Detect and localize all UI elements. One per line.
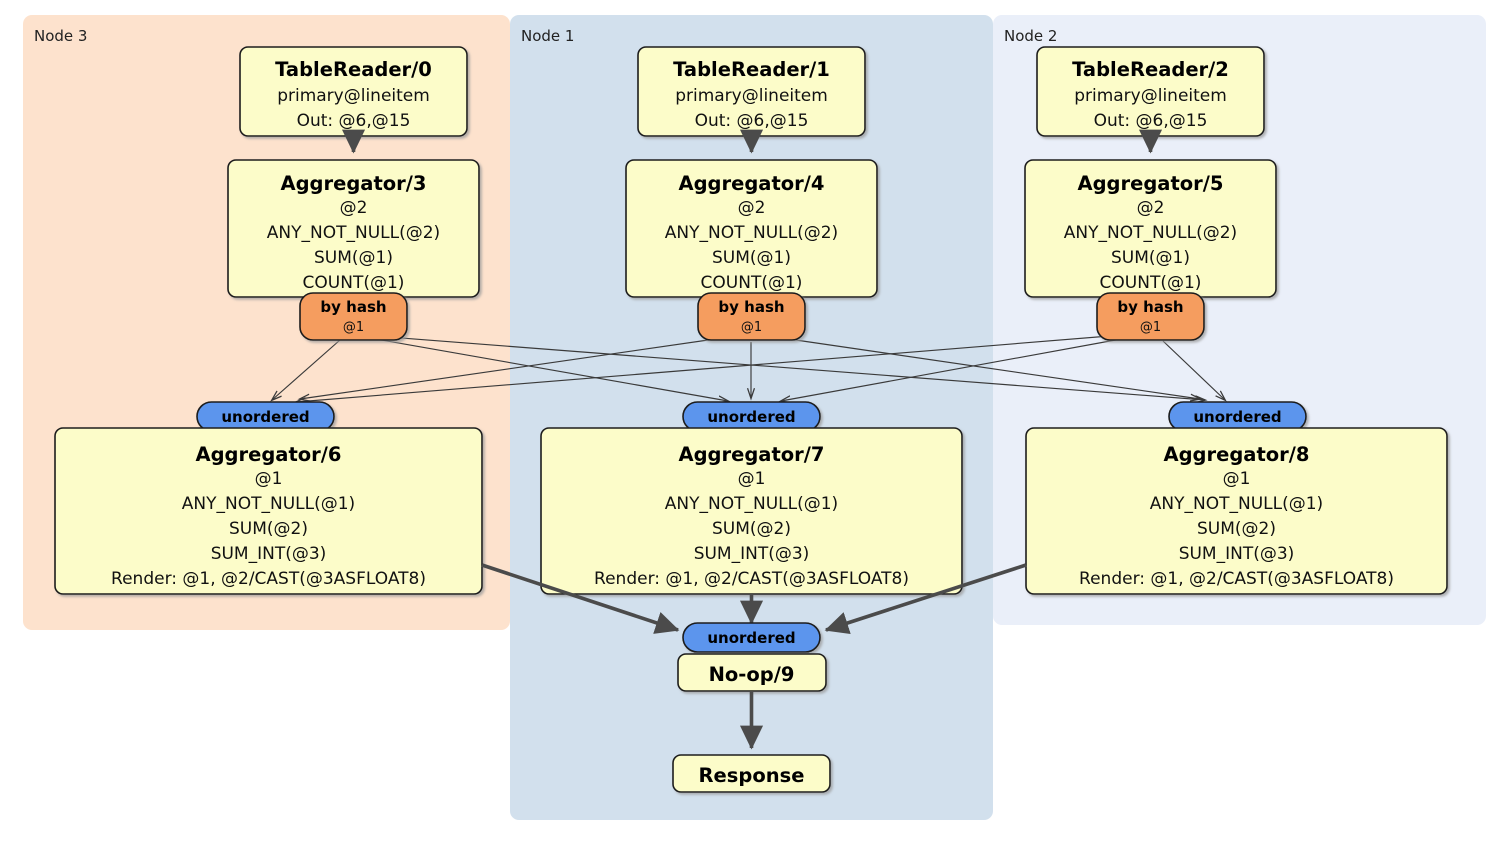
table-reader-0[interactable]: TableReader/0 primary@lineitem Out: @6,@… (239, 46, 468, 137)
hash-router-0-sub: @1 (343, 320, 364, 335)
aggregator-7-line-4: Render: @1, @2/CAST(@3ASFLOAT8) (594, 569, 909, 589)
table-reader-0-line-0: primary@lineitem (277, 86, 430, 106)
aggregator-8-line-4: Render: @1, @2/CAST(@3ASFLOAT8) (1079, 569, 1394, 589)
aggregator-5-line-0: @2 (1137, 198, 1165, 218)
table-reader-0-line-1: Out: @6,@15 (297, 111, 411, 131)
hash-router-2-title: by hash (1117, 298, 1183, 316)
panel-node2-label: Node 2 (1004, 27, 1057, 45)
unordered-stream-1[interactable]: unordered (682, 401, 821, 432)
table-reader-1[interactable]: TableReader/1 primary@lineitem Out: @6,@… (637, 46, 866, 137)
aggregator-7-title: Aggregator/7 (679, 443, 825, 466)
aggregator-4-line-2: SUM(@1) (712, 248, 791, 268)
edge-agg8-final (824, 563, 1027, 635)
table-reader-2[interactable]: TableReader/2 primary@lineitem Out: @6,@… (1036, 46, 1265, 137)
response-title: Response (699, 764, 805, 787)
no-op-9[interactable]: No-op/9 (677, 653, 827, 692)
edge-hashA-unordM (369, 337, 728, 401)
aggregator-3-line-3: COUNT(@1) (303, 273, 405, 293)
hash-router-1-sub: @1 (741, 320, 762, 335)
final-merge-edges (481, 563, 1027, 635)
aggregator-8-title: Aggregator/8 (1164, 443, 1310, 466)
aggregator-6-line-4: Render: @1, @2/CAST(@3ASFLOAT8) (111, 569, 426, 589)
aggregator-3-line-0: @2 (340, 198, 368, 218)
aggregator-5-line-2: SUM(@1) (1111, 248, 1190, 268)
aggregator-7-line-2: SUM(@2) (712, 519, 791, 539)
hash-router-2[interactable]: by hash @1 (1096, 292, 1205, 341)
aggregator-4[interactable]: Aggregator/4 @2 ANY_NOT_NULL(@2) SUM(@1)… (625, 159, 878, 298)
unordered-stream-2-label: unordered (1193, 408, 1281, 426)
router-edges (272, 334, 1225, 402)
aggregator-3[interactable]: Aggregator/3 @2 ANY_NOT_NULL(@2) SUM(@1)… (227, 159, 480, 298)
aggregator-6-line-0: @1 (255, 469, 283, 489)
aggregator-7-line-0: @1 (738, 469, 766, 489)
aggregator-5-line-1: ANY_NOT_NULL(@2) (1064, 223, 1237, 243)
aggregator-6-line-1: ANY_NOT_NULL(@1) (182, 494, 355, 514)
hash-router-0[interactable]: by hash @1 (299, 292, 408, 341)
response-node[interactable]: Response (672, 754, 831, 793)
aggregator-8-line-2: SUM(@2) (1197, 519, 1276, 539)
hash-router-1[interactable]: by hash @1 (697, 292, 806, 341)
aggregator-6[interactable]: Aggregator/6 @1 ANY_NOT_NULL(@1) SUM(@2)… (54, 427, 483, 595)
unordered-stream-1-label: unordered (707, 408, 795, 426)
table-reader-2-line-0: primary@lineitem (1074, 86, 1227, 106)
edge-hashC-unordR (1162, 340, 1225, 400)
aggregator-3-line-2: SUM(@1) (314, 248, 393, 268)
aggregator-3-title: Aggregator/3 (281, 172, 427, 195)
unordered-stream-final[interactable]: unordered (682, 622, 821, 653)
hash-router-0-title: by hash (320, 298, 386, 316)
edge-hashB-unordR (781, 337, 1200, 399)
unordered-stream-0[interactable]: unordered (196, 401, 335, 432)
aggregator-7[interactable]: Aggregator/7 @1 ANY_NOT_NULL(@1) SUM(@2)… (540, 427, 963, 595)
aggregator-5-title: Aggregator/5 (1078, 172, 1224, 195)
hash-router-1-title: by hash (718, 298, 784, 316)
hash-router-2-sub: @1 (1140, 320, 1161, 335)
aggregator-7-line-1: ANY_NOT_NULL(@1) (665, 494, 838, 514)
edge-hashB-unordL (300, 337, 723, 399)
aggregator-8[interactable]: Aggregator/8 @1 ANY_NOT_NULL(@1) SUM(@2)… (1025, 427, 1448, 595)
aggregator-4-title: Aggregator/4 (679, 172, 825, 195)
unordered-stream-0-label: unordered (221, 408, 309, 426)
aggregator-8-line-0: @1 (1223, 469, 1251, 489)
panel-node3-label: Node 3 (34, 27, 87, 45)
aggregator-7-line-3: SUM_INT(@3) (694, 544, 810, 564)
aggregator-5-line-3: COUNT(@1) (1100, 273, 1202, 293)
aggregator-6-line-2: SUM(@2) (229, 519, 308, 539)
aggregator-6-line-3: SUM_INT(@3) (211, 544, 327, 564)
table-reader-2-title: TableReader/2 (1072, 58, 1229, 81)
aggregator-4-line-1: ANY_NOT_NULL(@2) (665, 223, 838, 243)
edge-agg6-final (481, 563, 680, 634)
edge-hashA-unordR (374, 335, 1205, 400)
aggregator-5[interactable]: Aggregator/5 @2 ANY_NOT_NULL(@2) SUM(@1)… (1024, 159, 1277, 298)
edge-hashC-unordL (296, 334, 1123, 402)
no-op-9-title: No-op/9 (709, 663, 795, 686)
table-reader-1-line-0: primary@lineitem (675, 86, 828, 106)
unordered-stream-final-label: unordered (707, 629, 795, 647)
aggregator-4-line-0: @2 (738, 198, 766, 218)
edge-hashA-unordL (272, 339, 341, 400)
unordered-stream-2[interactable]: unordered (1168, 401, 1307, 432)
aggregator-8-line-3: SUM_INT(@3) (1179, 544, 1295, 564)
table-reader-1-title: TableReader/1 (673, 58, 830, 81)
aggregator-8-line-1: ANY_NOT_NULL(@1) (1150, 494, 1323, 514)
panel-node1-label: Node 1 (521, 27, 574, 45)
aggregator-6-title: Aggregator/6 (196, 443, 342, 466)
aggregator-4-line-3: COUNT(@1) (701, 273, 803, 293)
aggregator-3-line-1: ANY_NOT_NULL(@2) (267, 223, 440, 243)
table-reader-2-line-1: Out: @6,@15 (1094, 111, 1208, 131)
edge-hashC-unordM (781, 338, 1122, 401)
table-reader-1-line-1: Out: @6,@15 (695, 111, 809, 131)
table-reader-0-title: TableReader/0 (275, 58, 432, 81)
